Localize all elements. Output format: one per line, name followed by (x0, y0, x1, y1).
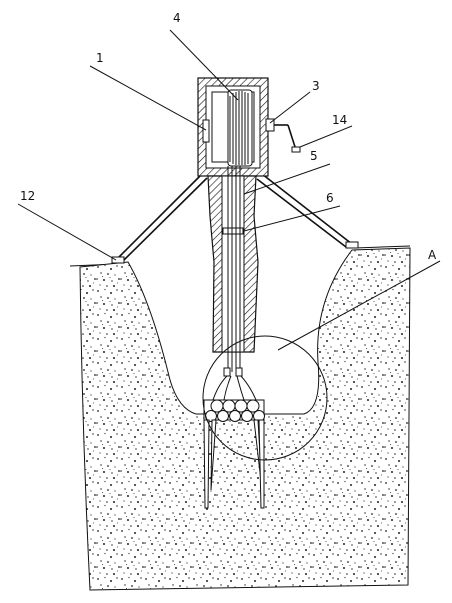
claw-head (212, 367, 257, 401)
support-legs (117, 173, 353, 261)
label-a: A (428, 248, 437, 262)
left-foot (111, 256, 125, 264)
detail-circle-a (202, 335, 328, 461)
label-6: 6 (326, 191, 334, 205)
guide-tube (207, 175, 259, 353)
label-5: 5 (310, 149, 318, 163)
label-4: 4 (173, 11, 181, 25)
label-12: 12 (20, 189, 35, 203)
label-3: 3 (312, 79, 320, 93)
label-14: 14 (332, 113, 347, 127)
crank-handle (265, 118, 301, 153)
pipe-bundle (203, 399, 265, 422)
leader-lines (17, 29, 441, 351)
cables (227, 166, 241, 372)
reel-spool (227, 89, 253, 167)
right-foot (345, 241, 359, 249)
label-1: 1 (96, 51, 104, 65)
